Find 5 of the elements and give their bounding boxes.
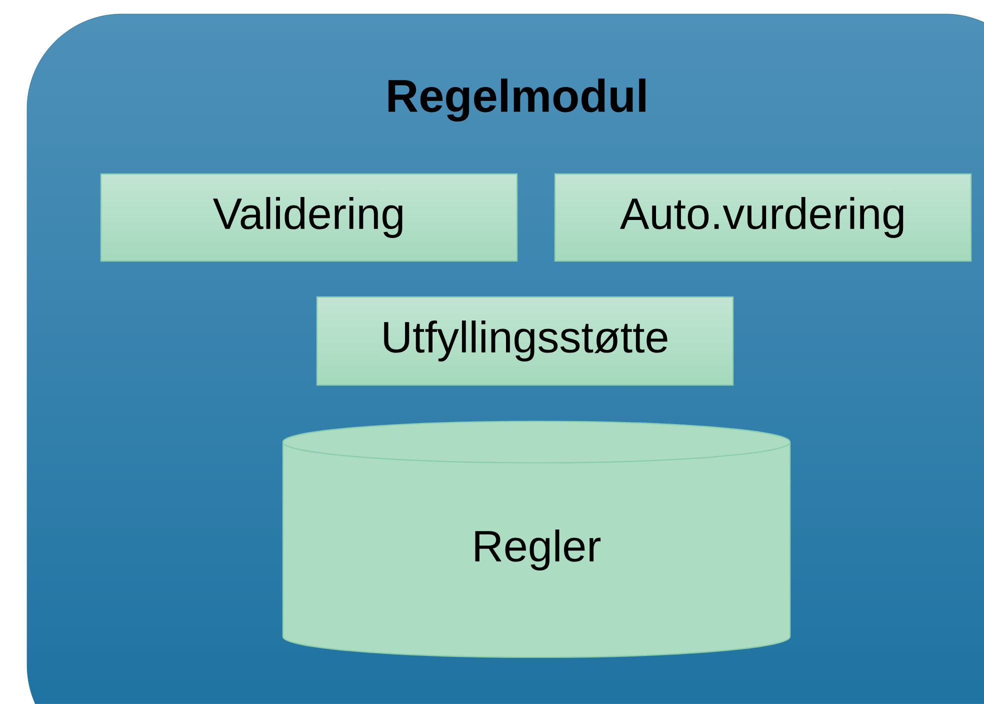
panel-title: Regelmodul bbox=[388, 78, 646, 122]
module-box: Validering bbox=[100, 173, 518, 262]
database-cylinder: Regler bbox=[282, 420, 791, 658]
module-box: Utfyllingsstøtte bbox=[316, 296, 734, 386]
module-box: Auto.vurdering bbox=[554, 173, 972, 262]
